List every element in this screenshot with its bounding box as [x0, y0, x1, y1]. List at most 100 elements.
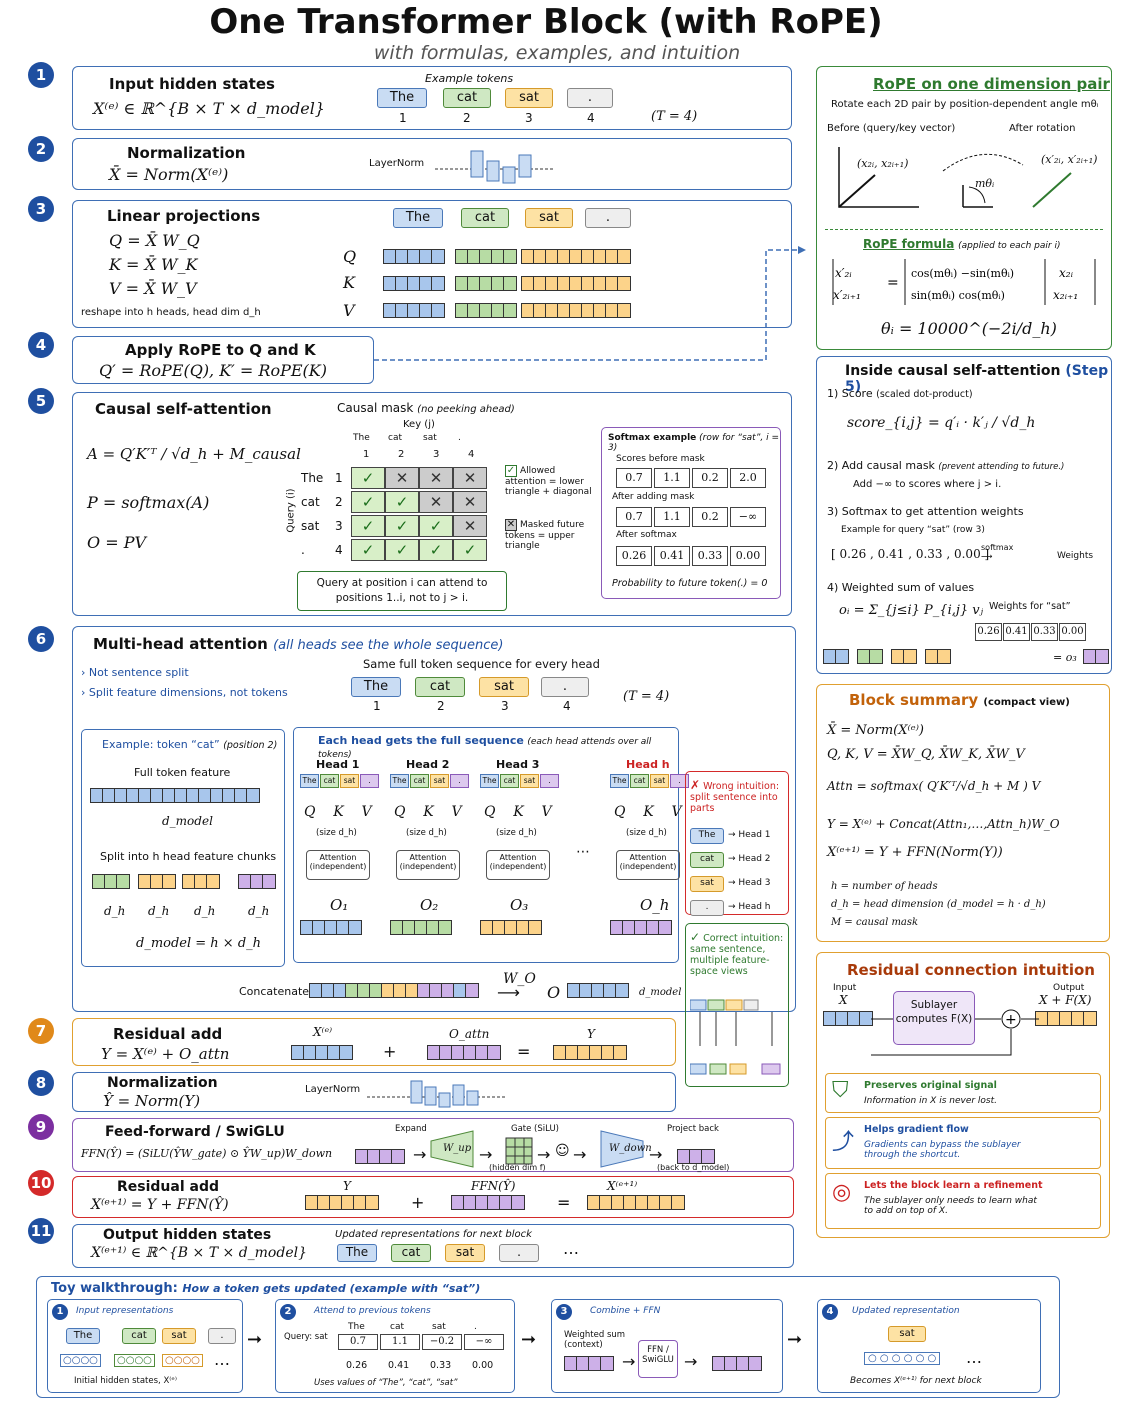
- toy-vector: ○○○○: [60, 1354, 101, 1367]
- toy-query: Query: sat: [284, 1332, 328, 1342]
- x-next-vector: [587, 1195, 685, 1210]
- o3-label: = o₃: [1053, 651, 1077, 664]
- bullet-2-text: Split feature dimensions, not tokens: [88, 686, 288, 699]
- causal-self-attention-box: Causal self-attention A = Q′K′ᵀ / √d_h +…: [72, 392, 792, 616]
- head-label: Head h: [626, 758, 670, 771]
- each-sub: (each head attends over all tokens): [318, 737, 652, 760]
- summary-def: M = causal mask: [831, 917, 919, 928]
- query-position: 4: [335, 543, 343, 557]
- step-9-badge: 9: [28, 1114, 54, 1140]
- dmodel: d_model: [162, 814, 213, 828]
- p2-label: (x′₂ᵢ, x′₂ᵢ₊₁): [1041, 153, 1098, 166]
- v-vector: [383, 303, 445, 318]
- sm-prob: Probability to future token(.) = 0: [612, 578, 768, 589]
- key-label: Key (j): [403, 419, 435, 430]
- masked-cell: ✕: [453, 467, 487, 489]
- output-vector: [1035, 1011, 1097, 1026]
- check-icon: ✓: [690, 930, 701, 944]
- head-token: sat: [520, 774, 539, 788]
- query-position: 1: [335, 471, 343, 485]
- allowed-cell: ✓: [419, 539, 453, 561]
- toy-prob: 0.00: [472, 1360, 494, 1371]
- example-label: Example tokens: [425, 72, 514, 85]
- token: cat: [391, 1244, 431, 1262]
- softmax-example-label: Example for query “sat” (row 3): [841, 525, 985, 535]
- step-8-badge: 8: [28, 1070, 54, 1096]
- arrow-icon: ➞: [521, 1329, 537, 1350]
- residual-panel: Residual connection intuition Input X Ou…: [816, 952, 1110, 1238]
- toy-step-badge: 4: [822, 1304, 838, 1320]
- block-summary-panel: Block summary (compact view) X̄ = Norm(X…: [816, 684, 1110, 942]
- weight-cell: 0.00: [1059, 623, 1086, 641]
- token: sat: [479, 677, 529, 697]
- head-token: The: [480, 774, 499, 788]
- token: cat: [461, 208, 509, 228]
- v-vector: [455, 303, 517, 318]
- dh: d_h: [194, 904, 216, 918]
- hidden-grid: [505, 1137, 533, 1165]
- key-position: 1: [363, 449, 370, 460]
- rope-desc: Rotate each 2D pair by position-dependen…: [831, 99, 1099, 110]
- bullet-1: › Not sentence split: [81, 666, 189, 679]
- full-feature: Full token feature: [134, 766, 231, 779]
- rope-divider: [825, 229, 1103, 230]
- reshape-note: reshape into h heads, head dim d_h: [81, 307, 261, 318]
- concat-label: Concatenate: [239, 985, 310, 998]
- masked-legend: ✕Masked future tokens = upper triangle: [505, 519, 599, 551]
- q-vector: [455, 249, 517, 264]
- q-vector: [383, 249, 445, 264]
- split-label: Split into h head feature chunks: [100, 850, 277, 863]
- svg-text:=: =: [887, 275, 899, 291]
- toy-sub: How a token gets updated (example with “…: [182, 1282, 481, 1295]
- prob-cell: 0.33: [692, 546, 728, 566]
- svg-text:+: +: [1005, 1012, 1017, 1028]
- ffn-box: FFN / SwiGLU: [638, 1340, 678, 1378]
- toy-token: cat: [390, 1322, 404, 1332]
- wrong-label: Wrong intuition: split sentence into par…: [690, 781, 780, 814]
- mask-title: Causal mask (no peeking ahead): [337, 401, 515, 415]
- token: The: [337, 1244, 377, 1262]
- svg-text:x′₂ᵢ₊₁: x′₂ᵢ₊₁: [833, 288, 861, 302]
- chunk: [138, 874, 176, 889]
- allowed-legend: ✓Allowed attention = lower triangle + di…: [505, 465, 599, 497]
- token: sat: [690, 876, 724, 892]
- toy-vector: ○○○○: [114, 1354, 155, 1367]
- formula: X⁽ᵉ⁺¹⁾ ∈ ℝ^{B × T × d_model}: [91, 1245, 307, 1261]
- wrong-head: → Head 3: [728, 878, 771, 888]
- token: cat: [443, 88, 491, 108]
- masked-score-cell: 0.7: [616, 507, 652, 527]
- weights-for: Weights for “sat”: [989, 601, 1071, 612]
- allowed-cell: ✓: [351, 515, 385, 537]
- s2-sub: (prevent attending to future.): [938, 462, 1065, 472]
- arrow-icon: →: [573, 1145, 587, 1164]
- masked-cell: ✕: [419, 491, 453, 513]
- k-label: K: [343, 273, 355, 292]
- score-heading: 1) Score (scaled dot-product): [827, 387, 973, 400]
- wdown-label: W_down: [609, 1143, 652, 1154]
- allowed-cell: ✓: [453, 539, 487, 561]
- y-label: Y: [343, 1179, 351, 1193]
- wrong-head-label: Head 2: [738, 854, 771, 864]
- output-hidden-states-box: Output hidden states X⁽ᵉ⁺¹⁾ ∈ ℝ^{B × T ×…: [72, 1224, 794, 1268]
- x-next-label: X⁽ᵉ⁺¹⁾: [607, 1179, 638, 1193]
- layernorm-bars: [435, 150, 555, 184]
- size-label: (size d_h): [316, 828, 357, 838]
- formula: X̄ = Norm(X⁽ᵉ⁾): [109, 165, 229, 184]
- hidden-label: (hidden dim f): [489, 1163, 546, 1172]
- toy-prob: 0.33: [430, 1360, 452, 1371]
- inside-step: (Step 5): [845, 363, 1109, 395]
- wdown-trapezoid: [600, 1130, 644, 1168]
- key-token: sat: [423, 433, 437, 443]
- attention-box: Attention (independent): [486, 850, 550, 880]
- o-label: O: [547, 983, 561, 1002]
- attention-box: Attention (independent): [616, 850, 680, 880]
- key-position: 3: [433, 449, 440, 460]
- ffn-out-vector: [677, 1149, 715, 1164]
- step-title: Residual add: [113, 1025, 223, 1043]
- step-title: Normalization: [127, 144, 246, 162]
- head-token: cat: [630, 774, 649, 788]
- token: cat: [690, 852, 724, 868]
- head-output-label: O_h: [640, 896, 670, 914]
- qkv-label: Q K V: [614, 804, 682, 820]
- k-vector: [455, 276, 517, 291]
